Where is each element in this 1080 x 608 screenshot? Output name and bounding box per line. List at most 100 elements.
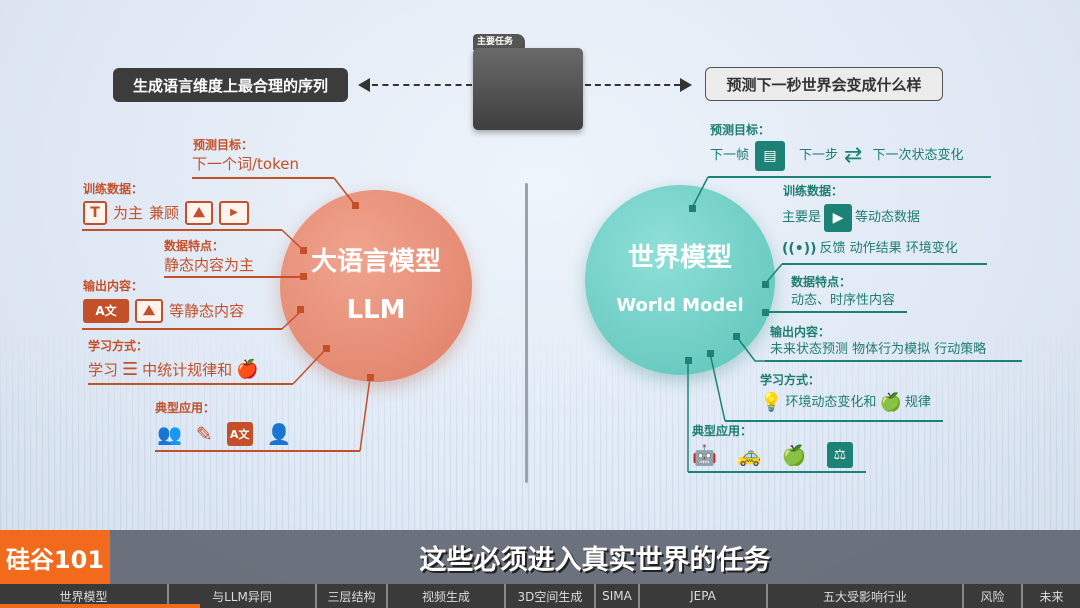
- chapter-tab[interactable]: 视频生成: [388, 584, 506, 608]
- gavel-icon: ⚖: [826, 442, 853, 468]
- image-icon: ⛰: [185, 201, 214, 225]
- llm-output-row: A文 ⛰ 等静态内容: [83, 297, 244, 325]
- chapter-tab[interactable]: 五大受影响行业: [768, 584, 964, 608]
- connector: [708, 176, 991, 178]
- llm-apps-icons: 👥 ✎ A文 👤: [157, 421, 292, 447]
- llm-apps-heading: 典型应用：: [155, 401, 216, 415]
- arrow-right-icon: [680, 78, 692, 92]
- chapter-tab[interactable]: SIMA: [596, 584, 640, 608]
- document-star-icon: ☰: [122, 359, 139, 380]
- wm-predict-row: 下一帧 ▤ 下一步 ⇄ 下一次状态变化: [710, 140, 963, 172]
- wm-connector-lines: [685, 176, 783, 472]
- chapter-progress: [0, 604, 200, 608]
- wm-apps-heading: 典型应用：: [692, 424, 753, 438]
- wm-task-label: 预测下一秒世界会变成什么样: [705, 67, 943, 101]
- llm-learn-b: 中统计规律和: [142, 361, 233, 379]
- llm-train-also: 兼顾: [149, 204, 180, 222]
- background-dot-wave: [0, 330, 1080, 530]
- chapter-tab[interactable]: 三层结构: [317, 584, 388, 608]
- connector: [765, 311, 907, 313]
- wm-title: 世界模型: [627, 243, 732, 273]
- wm-predict-heading: 预测目标：: [710, 123, 771, 137]
- llm-predict-text: 下一个词/token: [192, 155, 299, 173]
- wm-output-text: 未来状态预测 物体行为模拟 行动策略: [770, 342, 987, 357]
- connector: [82, 229, 282, 231]
- llm-output-heading: 输出内容：: [83, 279, 144, 293]
- folder-label: 主要任务: [473, 34, 525, 50]
- chapter-tab[interactable]: 风险: [964, 584, 1023, 608]
- wm-feature-heading: 数据特点：: [791, 275, 852, 289]
- chapter-tab[interactable]: 3D空间生成: [506, 584, 596, 608]
- chapter-tab[interactable]: 世界模型: [0, 584, 169, 608]
- llm-train-heading: 训练数据：: [83, 182, 144, 196]
- connector: [688, 471, 866, 473]
- llm-learn-heading: 学习方式：: [88, 339, 149, 353]
- connector: [765, 360, 1022, 362]
- wm-feature-text: 动态、时序性内容: [791, 293, 896, 308]
- wm-predict-step: 下一步: [799, 148, 839, 163]
- apple-books-icon: 🍎: [236, 359, 259, 380]
- llm-train-main: 为主: [113, 204, 144, 222]
- dashed-connector-right: [585, 84, 680, 86]
- subtitle-caption: 这些必须进入真实世界的任务: [419, 544, 771, 576]
- llm-output-text: 等静态内容: [169, 302, 245, 320]
- chapter-tab[interactable]: 与LLM异同: [169, 584, 317, 608]
- apple-icon: 🍏: [879, 392, 902, 413]
- image-icon: ⛰: [135, 299, 163, 323]
- wm-learn-row: 💡 环境动态变化和 🍏 规律: [760, 391, 931, 415]
- wm-learn-a: 环境动态变化和: [785, 395, 877, 410]
- translate-icon: A文: [226, 422, 253, 446]
- text-icon: T: [83, 201, 107, 225]
- llm-learn-a: 学习: [88, 361, 119, 379]
- connector: [725, 420, 943, 422]
- wm-apps-icons: 🤖 🚕 🍏 ⚖: [692, 442, 853, 468]
- wm-predict-state: 下一次状态变化: [872, 148, 964, 163]
- llm-subtitle: LLM: [346, 295, 406, 325]
- folder-icon: [473, 48, 583, 130]
- llm-task-label: 生成语言维度上最合理的序列: [113, 68, 348, 102]
- chapter-tab[interactable]: 未来: [1039, 589, 1064, 604]
- llm-feature-heading: 数据特点：: [164, 239, 225, 253]
- chapter-nav: 世界模型 与LLM异同 三层结构 视频生成 3D空间生成 SIMA JEPA 五…: [0, 584, 1080, 608]
- people-exchange-icon: 👥: [157, 423, 182, 445]
- dashed-connector-left: [372, 84, 472, 86]
- wm-circle: 世界模型 World Model: [585, 185, 775, 375]
- llm-connector-lines: [281, 177, 374, 452]
- subtitle-bar: [0, 530, 1080, 584]
- wm-subtitle: World Model: [616, 295, 744, 316]
- llm-title: 大语言模型: [310, 247, 441, 277]
- llm-feature-text: 静态内容为主: [164, 256, 255, 274]
- logo: 硅谷101: [0, 530, 110, 584]
- arrow-left-icon: [358, 78, 370, 92]
- wm-train-b: 等动态数据: [855, 210, 921, 225]
- wm-learn-b: 规律: [904, 395, 931, 410]
- wm-learn-heading: 学习方式：: [760, 373, 821, 387]
- wm-train-heading: 训练数据：: [783, 184, 844, 198]
- wm-train-row: 主要是 ▶ 等动态数据: [782, 203, 920, 233]
- wm-output-heading: 输出内容：: [770, 325, 831, 339]
- route-icon: ⇄: [844, 145, 863, 167]
- llm-train-row: T 为主 兼顾 ⛰ ▶: [83, 199, 250, 227]
- head-idea-icon: 💡: [760, 392, 783, 413]
- wm-train-a: 主要是: [782, 210, 822, 225]
- center-divider: [525, 183, 528, 483]
- film-icon: ▤: [755, 141, 786, 171]
- apple-icon: 🍏: [781, 444, 807, 466]
- connector: [192, 177, 334, 179]
- wm-predict-frame: 下一帧: [710, 148, 750, 163]
- signal-icon: ((•)): [782, 241, 817, 257]
- self-driving-car-icon: 🚕: [736, 444, 762, 466]
- voice-user-icon: 👤: [266, 423, 292, 445]
- connector: [82, 328, 282, 330]
- chapter-tab[interactable]: JEPA: [640, 584, 768, 608]
- robot-icon: 🤖: [692, 444, 717, 466]
- wm-train-c: 反馈 动作结果 环境变化: [819, 241, 958, 256]
- connector: [164, 276, 304, 278]
- llm-predict-heading: 预测目标：: [193, 138, 254, 152]
- play-icon: ▶: [824, 204, 853, 232]
- writing-pen-icon: ✎: [195, 423, 213, 445]
- video-icon: ▶: [219, 201, 250, 225]
- connector: [155, 450, 360, 452]
- wm-train-row2: ((•)) 反馈 动作结果 环境变化: [782, 238, 958, 260]
- connector: [88, 383, 293, 385]
